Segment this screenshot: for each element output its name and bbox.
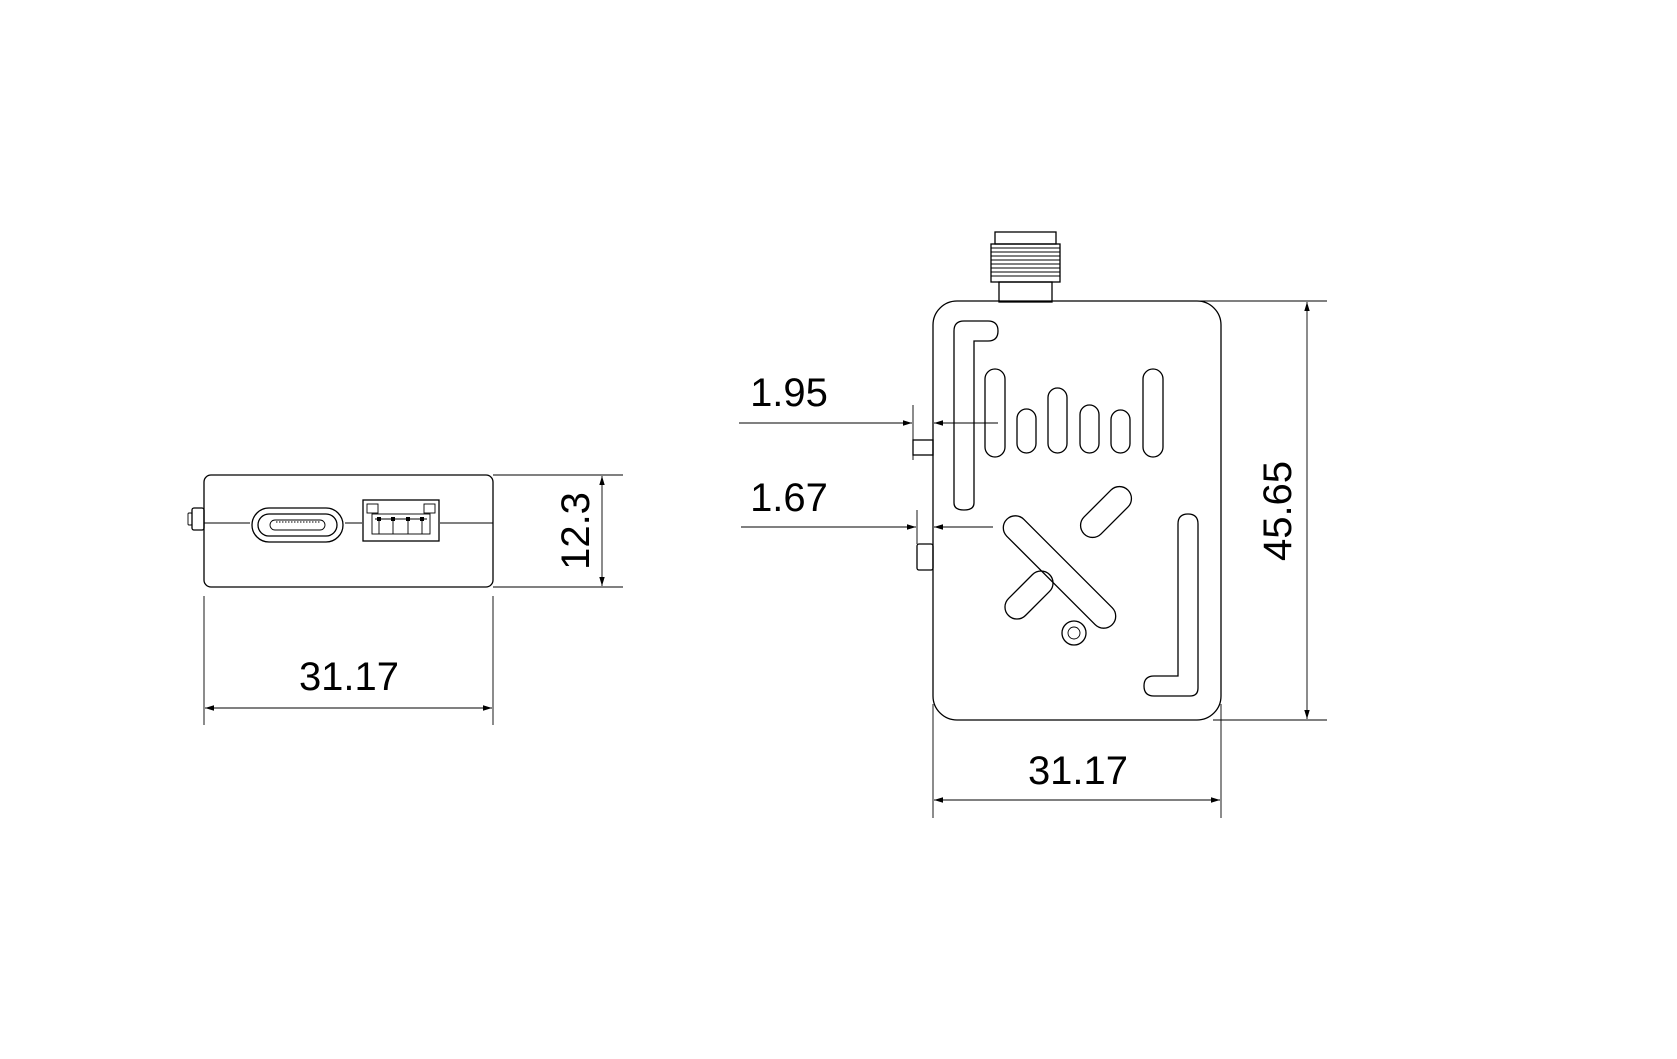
left-bracket-slot (953, 320, 999, 511)
jst-connector-icon (362, 499, 440, 542)
top-view: 31.17 45.65 1.95 1.67 (739, 231, 1327, 818)
front-width-label: 31.17 (299, 655, 399, 699)
antenna-connector-icon (990, 231, 1061, 303)
front-view-side-button (191, 507, 205, 531)
x-logo-icon (1002, 485, 1133, 629)
vent-slot-2 (1016, 408, 1037, 454)
vent-slot-1 (984, 368, 1006, 458)
usb-c-port-icon (251, 507, 344, 543)
top-width-label: 31.17 (1028, 749, 1128, 793)
top-view-body (932, 300, 1222, 721)
vent-slot-6 (1142, 368, 1164, 458)
top-height-label: 45.65 (1256, 461, 1300, 561)
vent-slot-5 (1110, 409, 1131, 454)
led-hole-icon (1061, 620, 1087, 646)
offset-upper-label: 1.95 (750, 371, 828, 415)
offset-lower-label: 1.67 (750, 476, 828, 520)
vent-slot-4 (1079, 404, 1100, 454)
front-view-body (203, 474, 494, 588)
front-view: 31.17 12.3 (187, 474, 623, 725)
front-height-label: 12.3 (554, 492, 598, 570)
vent-slot-3 (1047, 387, 1068, 454)
right-bracket-slot (1143, 513, 1199, 697)
